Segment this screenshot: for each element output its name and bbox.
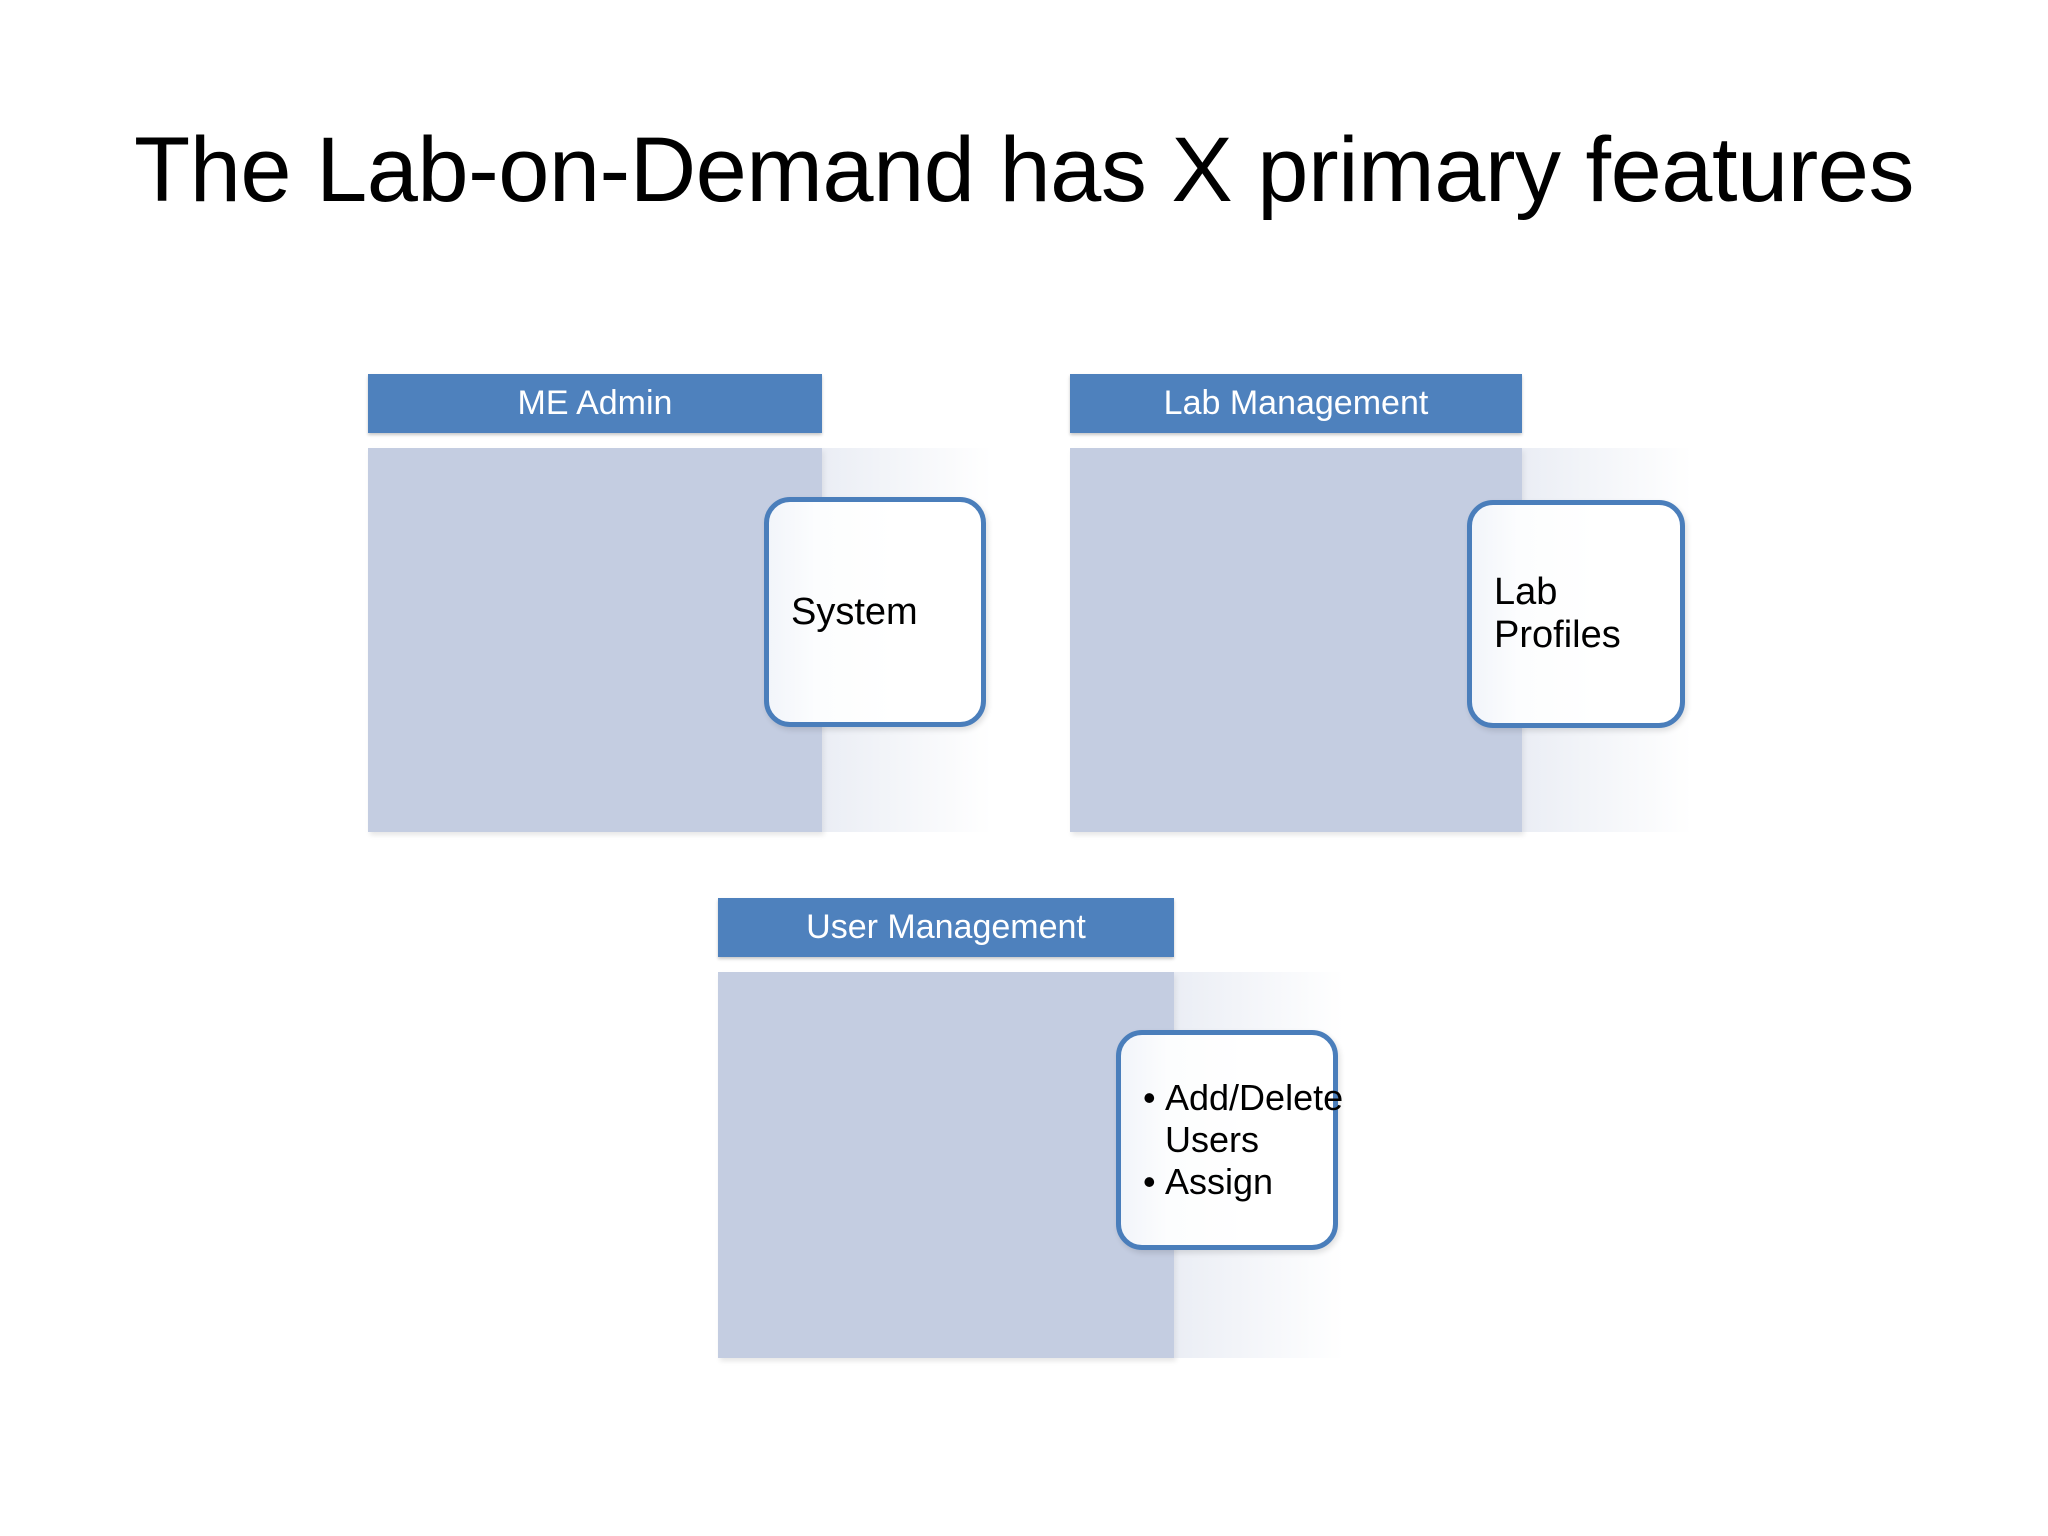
list-item: Add/Delete Users (1143, 1077, 1343, 1161)
panel-lab-management: Lab Management (1070, 374, 1692, 832)
panel-body-user-management (718, 972, 1344, 1358)
panel-user-management: User Management (718, 898, 1344, 1358)
callout-user-actions: Add/Delete Users Assign (1116, 1030, 1343, 1250)
page-title: The Lab-on-Demand has X primary features (134, 118, 1914, 221)
callout-lab-profiles-label: Lab Profiles (1494, 571, 1621, 656)
callout-system: System (764, 497, 986, 727)
callout-lab-profiles: Lab Profiles (1467, 500, 1685, 728)
panel-body-lab-management (1070, 448, 1692, 832)
callout-user-actions-list: Add/Delete Users Assign (1121, 1077, 1343, 1203)
callout-system-label: System (791, 590, 918, 633)
panel-header-lab-management: Lab Management (1070, 374, 1522, 433)
panel-header-me-admin: ME Admin (368, 374, 822, 433)
panel-body-me-admin (368, 448, 992, 832)
list-item: Assign (1143, 1161, 1343, 1203)
panel-me-admin: ME Admin (368, 374, 992, 832)
panel-header-user-management: User Management (718, 898, 1174, 957)
